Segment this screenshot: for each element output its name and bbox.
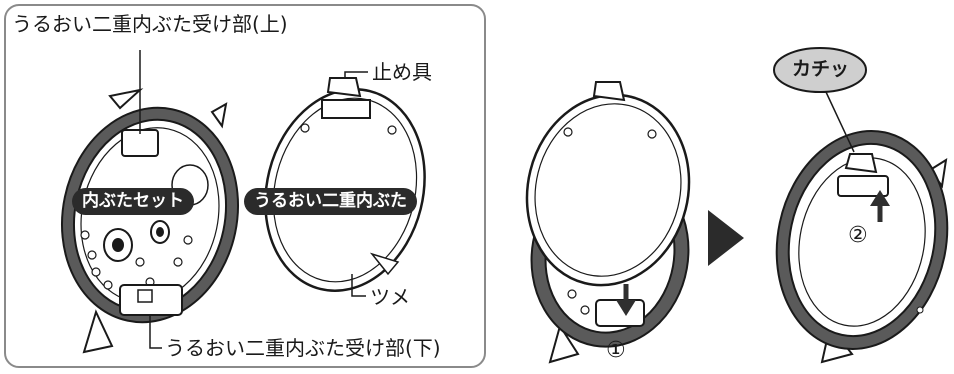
click-bubble: [773, 47, 867, 93]
step-2-marker: ②: [848, 223, 868, 248]
label-lower-receiver: うるおい二重内ぶた受け部(下): [165, 336, 441, 360]
lid-set-drawing: [60, 88, 240, 354]
step2-drawing: [775, 129, 949, 364]
up-arrow-icon: [870, 190, 890, 206]
click-bubble-pointer: [825, 91, 855, 153]
label-claw: ツメ: [370, 285, 410, 309]
label-click-sound: カチッ: [792, 58, 850, 80]
step1-drawing: [525, 81, 691, 364]
label-stopper: 止め具: [372, 60, 432, 84]
step-1-marker: ①: [606, 338, 626, 363]
leader-lines-left: [139, 50, 368, 349]
label-inner-lid: うるおい二重内ぶた: [244, 188, 417, 215]
left-panel-frame: [4, 4, 486, 368]
next-step-icon: [708, 210, 744, 266]
label-lid-set: 内ぶたセット: [72, 188, 194, 215]
down-arrow-icon: [616, 300, 636, 316]
label-upper-receiver: うるおい二重内ぶた受け部(上): [12, 12, 288, 36]
